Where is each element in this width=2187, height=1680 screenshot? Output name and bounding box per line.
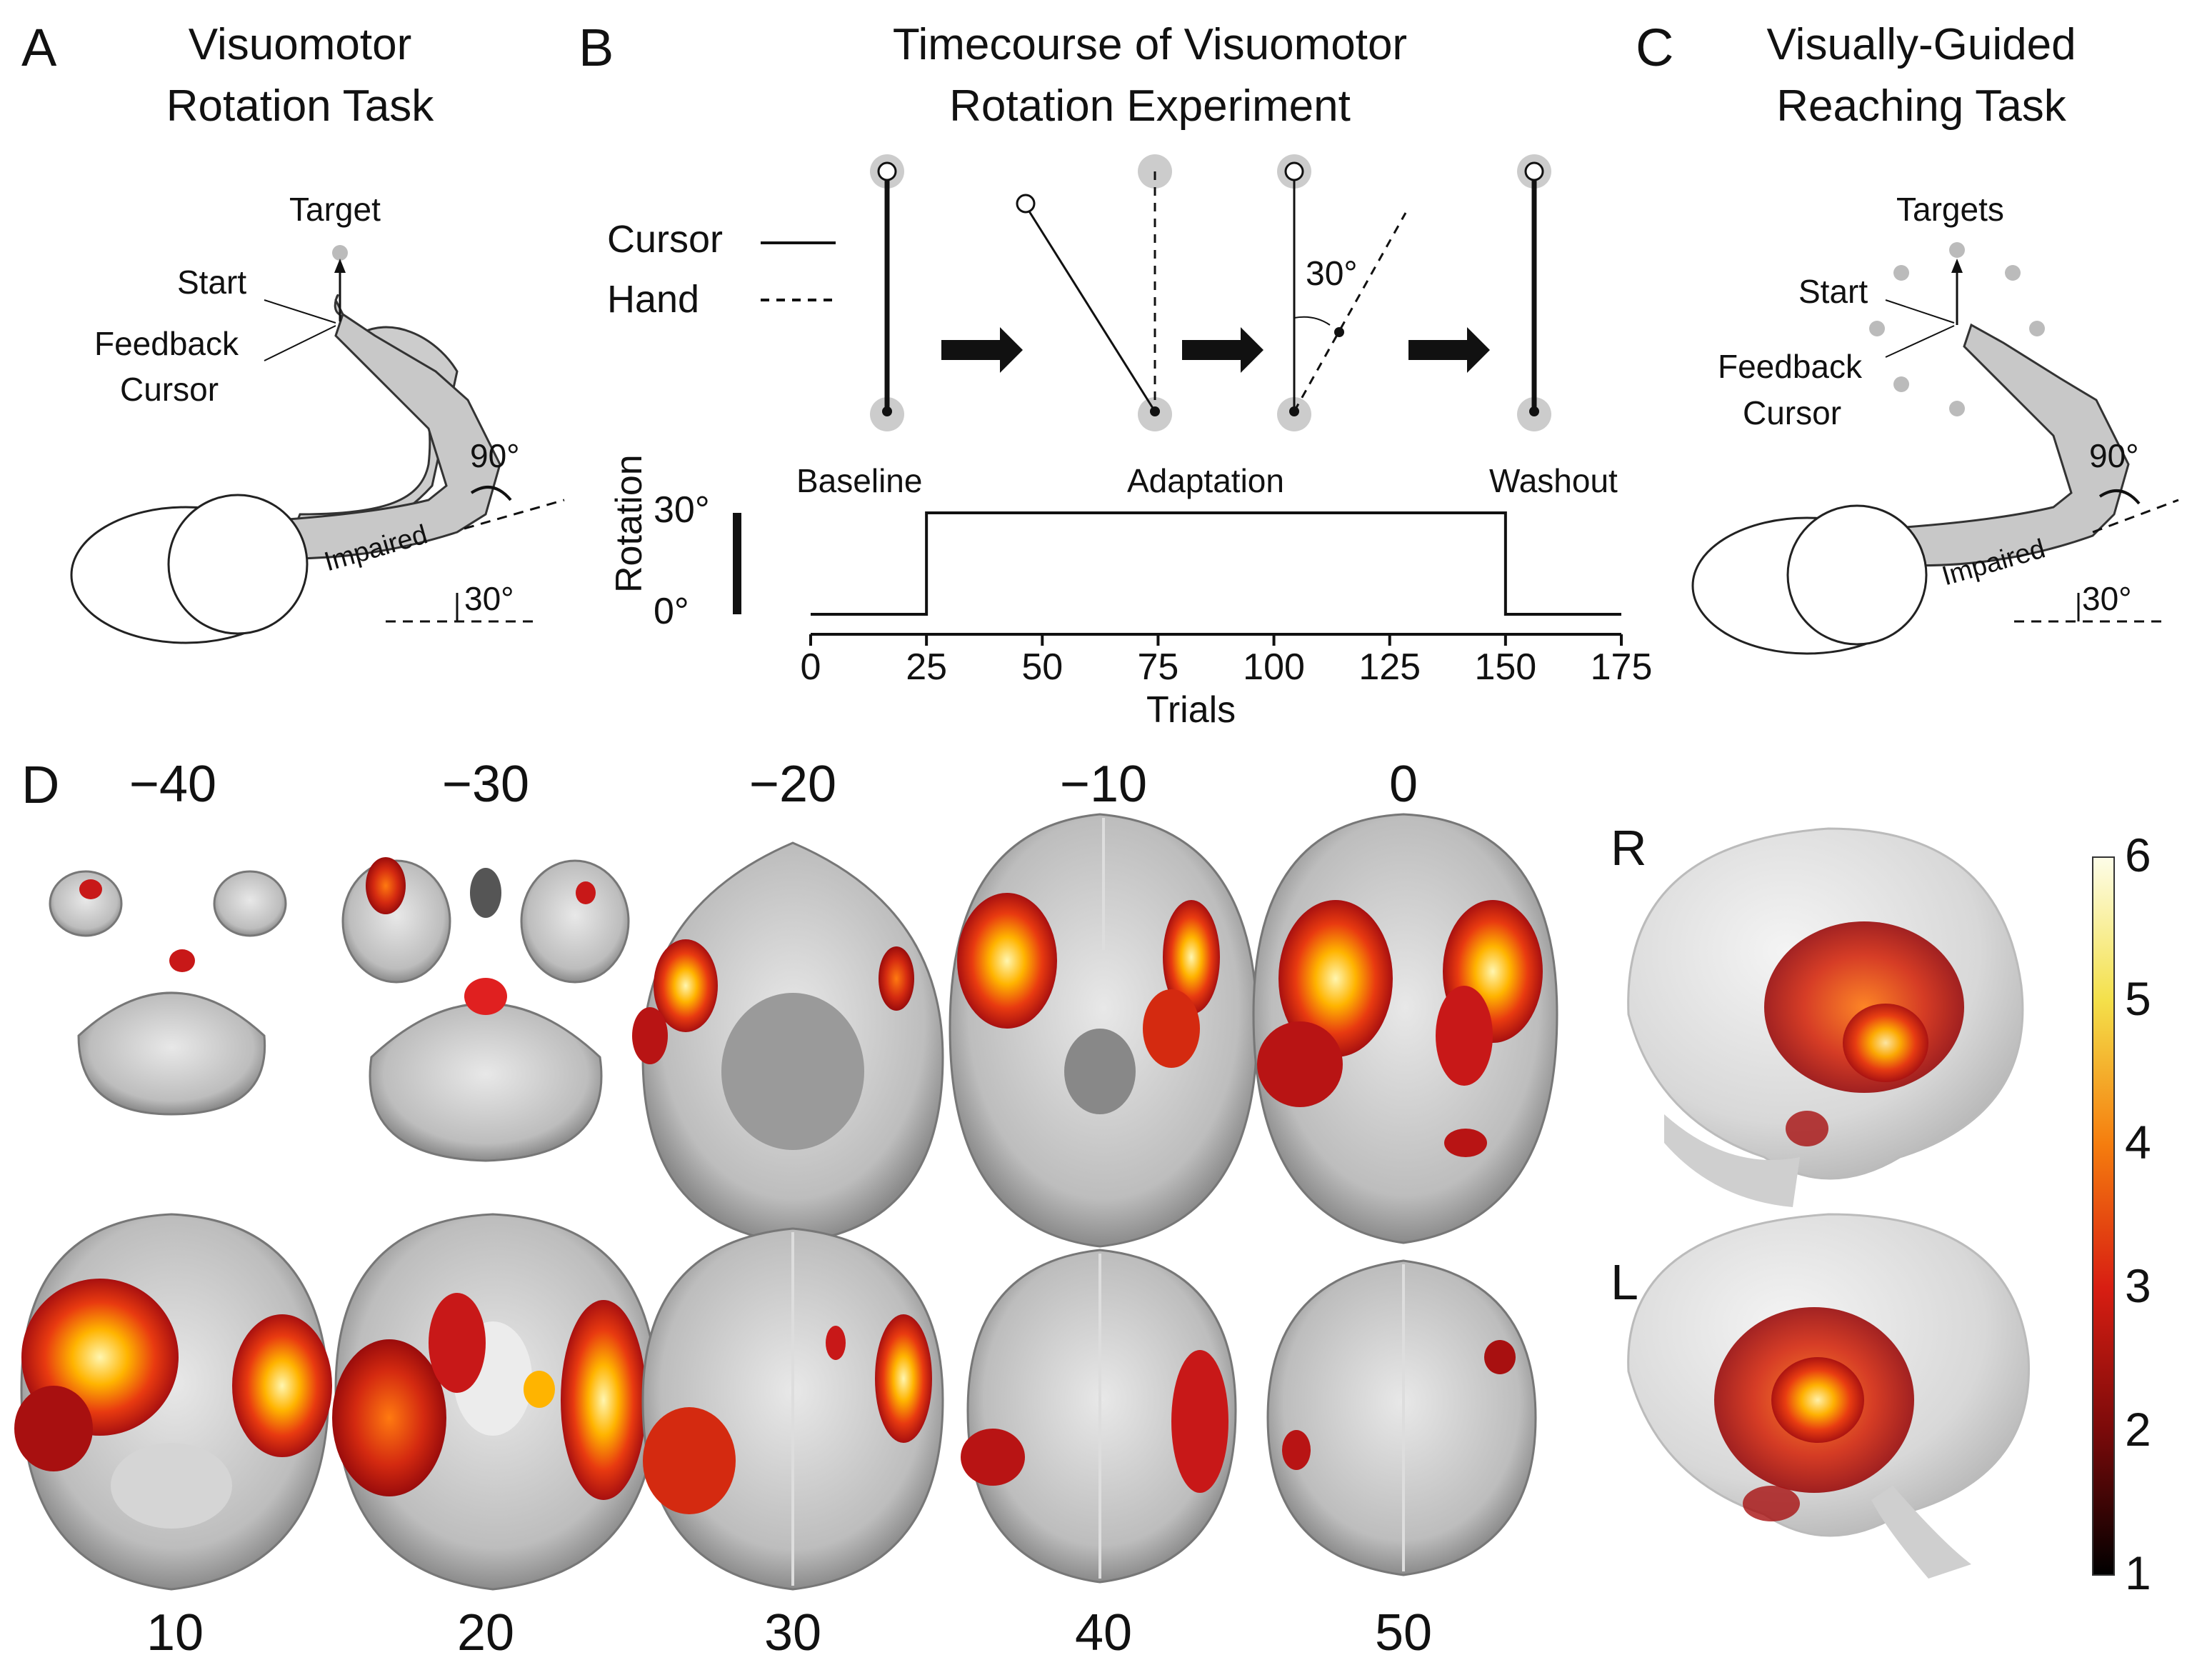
colorbar-tick-label: 3	[2125, 1259, 2151, 1312]
slice-bottom-4	[961, 1249, 1237, 1584]
slice-label-bottom-2: 20	[456, 1604, 515, 1661]
c-cursor-label: Cursor	[1743, 394, 1842, 431]
slice-label-bottom-4: 40	[1074, 1604, 1133, 1661]
phase-adaptation-label: Adaptation	[1127, 462, 1284, 499]
elbow-angle-label: 90°	[470, 437, 520, 474]
reach-arrow-head	[334, 259, 346, 273]
slice-label-bottom-3: 30	[764, 1604, 822, 1661]
brain-right-label: R	[1611, 820, 1647, 876]
stage-late-adaptation	[1277, 154, 1407, 431]
stage-early-adaptation	[1016, 154, 1172, 431]
slice-label-top-1: −40	[129, 756, 217, 813]
elbow-dashed	[464, 499, 565, 530]
brain-3d-left	[1627, 1213, 2030, 1579]
cursor-label: Cursor	[120, 371, 219, 408]
rotation-schedule-line	[811, 511, 1621, 616]
panel-c-title: Visually-Guided Reaching Task	[1766, 20, 2076, 131]
arrow-2	[1182, 327, 1263, 373]
panel-d-label: D	[21, 755, 60, 814]
x-tick-label: 25	[906, 646, 948, 688]
slice-label-bottom-1: 10	[146, 1604, 204, 1661]
arrow-3	[1408, 327, 1490, 373]
colorbar-tick-label: 1	[2125, 1546, 2151, 1599]
colorbar	[2092, 856, 2115, 1576]
panel-a-title: Visuomotor Rotation Task	[166, 20, 434, 131]
slice-top-1	[49, 870, 287, 1116]
y-axis-label: Rotation	[609, 454, 650, 593]
arrow-1	[941, 327, 1023, 373]
panel-b-label: B	[579, 18, 614, 77]
head-circle	[167, 494, 309, 635]
x-tick-label: 125	[1358, 646, 1421, 688]
slice-bottom-2	[332, 1213, 659, 1591]
colorbar-tick-label: 4	[2125, 1116, 2151, 1169]
shoulder-angle-label: 30°	[464, 580, 514, 617]
panel-a-label: A	[21, 18, 57, 77]
y-tick-label: 0°	[654, 591, 689, 632]
stage-washout	[1517, 154, 1551, 431]
start-label: Start	[177, 264, 247, 301]
x-tick-label: 150	[1474, 646, 1537, 688]
c-elbow-angle-label: 90°	[2089, 437, 2139, 474]
x-tick-label: 75	[1137, 646, 1179, 688]
timecourse-chart	[733, 511, 1623, 646]
x-tick-label: 50	[1021, 646, 1064, 688]
arm-outline	[256, 312, 501, 560]
x-tick-label: 0	[800, 646, 821, 688]
colorbar-tick-label: 2	[2125, 1403, 2151, 1456]
x-axis-label: Trials	[1146, 689, 1236, 731]
colorbar-tick-label: 5	[2125, 972, 2151, 1025]
slice-label-top-3: −20	[749, 756, 837, 813]
c-start-label: Start	[1798, 273, 1868, 310]
elbow-arc	[470, 486, 512, 501]
y-tick-label: 30°	[654, 489, 710, 531]
target-label: Target	[289, 191, 381, 228]
x-tick-label: 100	[1243, 646, 1305, 688]
panel-b-title: Timecourse of Visuomotor Rotation Experi…	[892, 20, 1408, 131]
slice-label-top-4: −10	[1059, 756, 1148, 813]
slice-top-4	[949, 813, 1258, 1248]
brain-left-label: L	[1611, 1254, 1638, 1310]
x-tick-label: 175	[1590, 646, 1653, 688]
feedback-leader	[264, 325, 336, 361]
phase-washout-label: Washout	[1489, 462, 1618, 499]
c-shoulder-angle-label: 30°	[2082, 580, 2132, 617]
target-dot	[332, 245, 348, 261]
legend-hand-label: Hand	[607, 278, 700, 321]
slice-top-2	[341, 857, 630, 1162]
slice-top-3	[632, 841, 944, 1244]
slice-bottom-1	[14, 1213, 332, 1591]
feedback-label: Feedback	[94, 325, 239, 362]
c-feedback-label: Feedback	[1718, 348, 1863, 385]
brain-3d-right	[1627, 827, 2024, 1207]
targets-label: Targets	[1896, 191, 2004, 228]
colorbar-tick-label: 6	[2125, 829, 2151, 881]
slice-top-5	[1252, 813, 1558, 1244]
phase-baseline-label: Baseline	[796, 462, 923, 499]
slice-bottom-5	[1266, 1259, 1537, 1576]
slice-bottom-3	[641, 1227, 944, 1591]
rotation-angle-label: 30°	[1306, 255, 1358, 293]
stage-baseline	[870, 154, 904, 431]
legend-cursor-label: Cursor	[607, 218, 724, 261]
panel-c-diagram	[1691, 242, 2179, 655]
slice-label-bottom-5: 50	[1374, 1604, 1433, 1661]
slice-label-top-5: 0	[1388, 756, 1418, 813]
panel-c-label: C	[1636, 18, 1674, 77]
start-leader	[264, 299, 336, 324]
slice-label-top-2: −30	[441, 756, 530, 813]
